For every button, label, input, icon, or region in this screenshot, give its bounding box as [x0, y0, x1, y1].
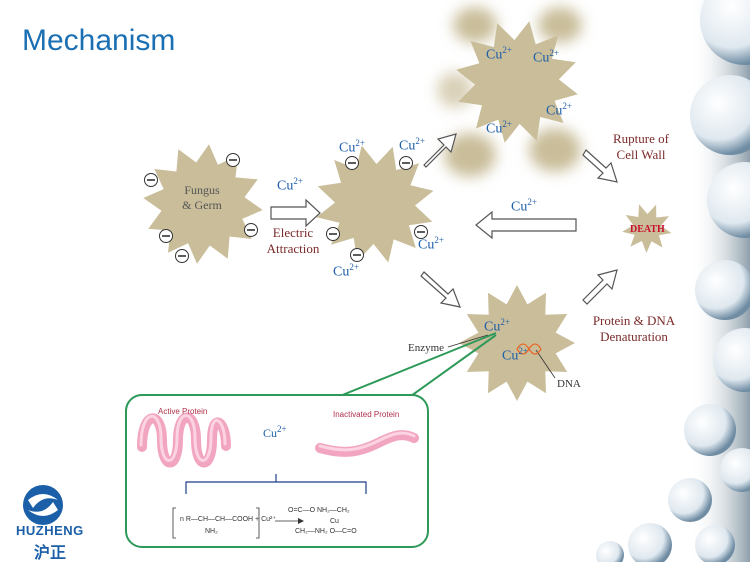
inactivated-protein-strand	[315, 430, 419, 457]
formula-product-cu: Cu	[330, 518, 339, 525]
arrow-left-ions	[475, 210, 577, 240]
cu-ion-label: Cu2+	[339, 138, 365, 156]
denaturation-caption-line1: Protein & DNA	[592, 313, 676, 328]
electric-caption-line2: Attraction	[266, 241, 320, 256]
formula-product-top: O=C—O NH₂—CH₂	[288, 507, 350, 514]
huzheng-logo-icon	[23, 485, 63, 525]
zoom-line-left	[329, 332, 497, 401]
denaturation-caption: Protein & DNA Denaturation	[584, 313, 684, 345]
electric-attraction-caption: Electric Attraction	[258, 225, 328, 257]
arrow-right-electric	[270, 198, 321, 228]
page-title: Mechanism	[22, 24, 176, 57]
dna-helix	[516, 343, 542, 355]
cu-ion-label: Cu2+	[511, 197, 537, 215]
ruptured-cell	[437, 7, 582, 177]
formula-reactant: n R—CH—CH—COOH + Cu²⁺	[180, 516, 277, 523]
arrow-down-rupture-death	[582, 149, 618, 183]
brand-name-cn: 沪正	[34, 543, 67, 562]
zoom-line-right	[403, 334, 497, 402]
denatured-cell	[459, 285, 575, 401]
brand-name: HUZHENG	[16, 523, 84, 538]
inset-panel	[125, 394, 429, 548]
denaturation-caption-line2: Denaturation	[600, 329, 668, 344]
formula-product-bottom: CH₂—NH₂ O—C=O	[295, 528, 357, 535]
death-label: DEATH	[630, 224, 665, 235]
cu-ion-label: Cu2+	[502, 346, 528, 364]
inactivated-protein-label: Inactivated Protein	[333, 410, 400, 419]
arrow-up-rupture	[423, 133, 457, 168]
rupture-caption-line2: Cell Wall	[616, 147, 666, 162]
electric-caption-line1: Electric	[272, 225, 314, 240]
cu-ion-label: Cu2+	[486, 119, 512, 137]
attracted-cell	[316, 145, 434, 263]
negative-charges	[144, 153, 428, 263]
cu-ion-label: Cu2+	[484, 317, 510, 335]
reaction-bracket	[185, 474, 367, 494]
formula-reactant-amine: NH₂	[205, 528, 218, 535]
cu-ion-label: Cu2+	[263, 424, 287, 440]
death-burst	[622, 204, 672, 253]
rupture-caption: Rupture of Cell Wall	[605, 131, 677, 163]
cu-ion-label: Cu2+	[333, 262, 359, 280]
dna-pointer	[535, 349, 556, 379]
germ-label-line1: Fungus	[184, 183, 220, 197]
cu-ion-label: Cu2+	[277, 176, 303, 194]
arrow-down-denature	[420, 271, 461, 308]
enzyme-label: Enzyme	[408, 342, 445, 354]
cu-ion-label: Cu2+	[533, 48, 559, 66]
germ-cell	[143, 144, 263, 264]
active-protein-label: Active Protein	[158, 407, 208, 416]
enzyme-pointer	[447, 334, 489, 348]
cu-ion-label: Cu2+	[546, 101, 572, 119]
cu-ion-label: Cu2+	[399, 136, 425, 154]
germ-label-line2: & Germ	[182, 198, 222, 212]
dna-label: DNA	[557, 378, 581, 390]
rupture-caption-line1: Rupture of	[613, 131, 669, 146]
arrow-up-denature-death	[582, 269, 618, 305]
cu-ion-label: Cu2+	[486, 45, 512, 63]
cu-ion-label: Cu2+	[418, 235, 444, 253]
germ-label: Fungus & Germ	[172, 183, 232, 213]
